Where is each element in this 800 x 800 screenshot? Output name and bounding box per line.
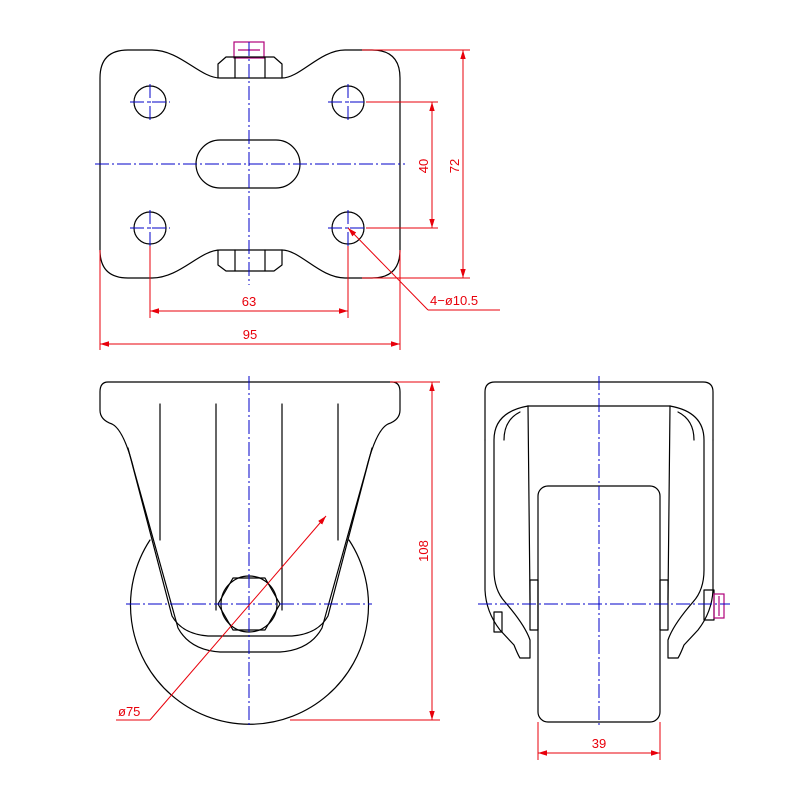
side-fork-right <box>667 405 714 659</box>
side-view: 39 <box>478 376 730 760</box>
dim-39-label: 39 <box>592 736 606 751</box>
dim-108-label: 108 <box>416 540 431 562</box>
dim-hole-callout: 4−ø10.5 <box>347 227 500 311</box>
top-nut <box>217 41 283 79</box>
front-view: 108 ø75 <box>99 376 440 728</box>
front-fork-inner <box>127 447 373 637</box>
hole-callout-label: 4−ø10.5 <box>430 293 478 308</box>
side-fork-left <box>484 405 531 659</box>
dim-40-label: 40 <box>416 159 431 173</box>
dim-plate-width: 95 <box>99 250 401 350</box>
dim-plate-height: 72 <box>362 49 470 279</box>
side-plate <box>484 381 714 441</box>
dim-overall-height: 108 <box>290 381 440 721</box>
bottom-nut <box>217 249 283 272</box>
dim-72-label: 72 <box>447 159 462 173</box>
side-axle-bolt <box>493 589 725 633</box>
wheel-diameter-label: ø75 <box>118 704 140 719</box>
dim-wheel-width: 39 <box>537 722 661 760</box>
dim-hole-spacing-horizontal: 63 <box>149 246 349 318</box>
top-plate-view: 40 72 4−ø10.5 63 95 <box>95 41 500 350</box>
front-fork-outline <box>99 381 401 653</box>
dim-wheel-diameter: ø75 <box>116 515 327 721</box>
dim-63-label: 63 <box>242 294 256 309</box>
dim-hole-spacing-vertical: 40 <box>366 101 438 229</box>
plate-slot <box>195 139 301 189</box>
dim-95-label: 95 <box>243 327 257 342</box>
